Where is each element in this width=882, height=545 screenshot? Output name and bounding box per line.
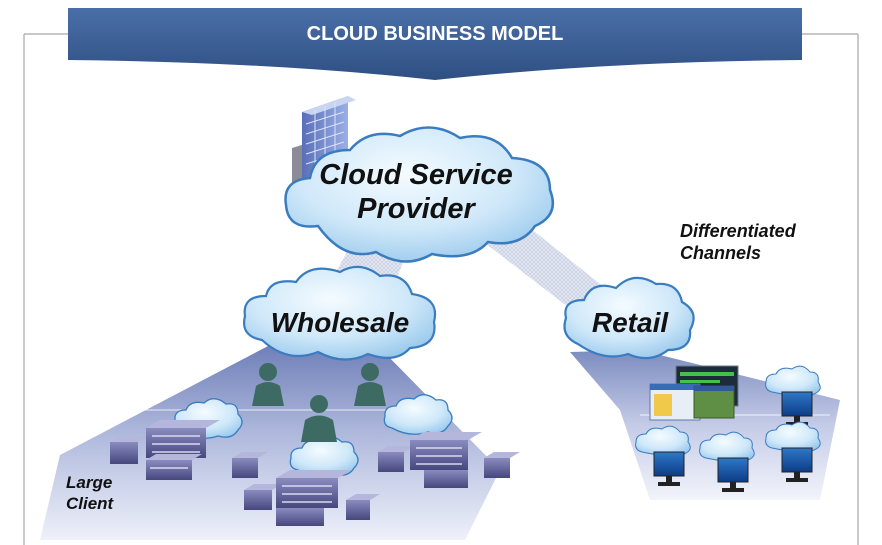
large-client-line2: Client bbox=[66, 494, 114, 513]
person-icon bbox=[301, 395, 337, 442]
cloud-terminal-icon bbox=[765, 421, 821, 482]
cloud-terminal-icon bbox=[635, 425, 691, 486]
person-icon bbox=[354, 363, 386, 406]
cloud-terminal-icon bbox=[765, 365, 821, 426]
large-client-line1: Large bbox=[66, 473, 113, 492]
large-client-label: Large Client bbox=[66, 472, 113, 514]
differentiated-channels-label: Differentiated Channels bbox=[680, 220, 796, 264]
wholesale-label: Wholesale bbox=[270, 307, 410, 338]
provider-label-line2: Provider bbox=[357, 193, 475, 225]
provider-label: Cloud Service Provider bbox=[300, 158, 532, 226]
building-cluster-icon bbox=[378, 432, 520, 488]
wholesale-beam bbox=[40, 345, 500, 540]
provider-cloud bbox=[284, 126, 555, 263]
title-banner bbox=[68, 8, 802, 80]
provider-label-line1: Cloud Service bbox=[319, 159, 513, 191]
building-cluster-icon bbox=[110, 420, 268, 480]
person-icon bbox=[252, 363, 284, 406]
retail-connector bbox=[468, 220, 620, 320]
application-windows-icon bbox=[649, 365, 739, 421]
retail-cloud bbox=[563, 276, 695, 360]
cloud-terminal-icon bbox=[699, 431, 755, 492]
wholesale-cloud bbox=[243, 265, 437, 361]
retail-label: Retail bbox=[591, 307, 669, 338]
differentiated-line2: Channels bbox=[680, 243, 762, 263]
differentiated-line1: Differentiated bbox=[680, 221, 796, 241]
page-title: CLOUD BUSINESS MODEL bbox=[306, 23, 564, 45]
building-cluster-icon bbox=[244, 470, 380, 526]
